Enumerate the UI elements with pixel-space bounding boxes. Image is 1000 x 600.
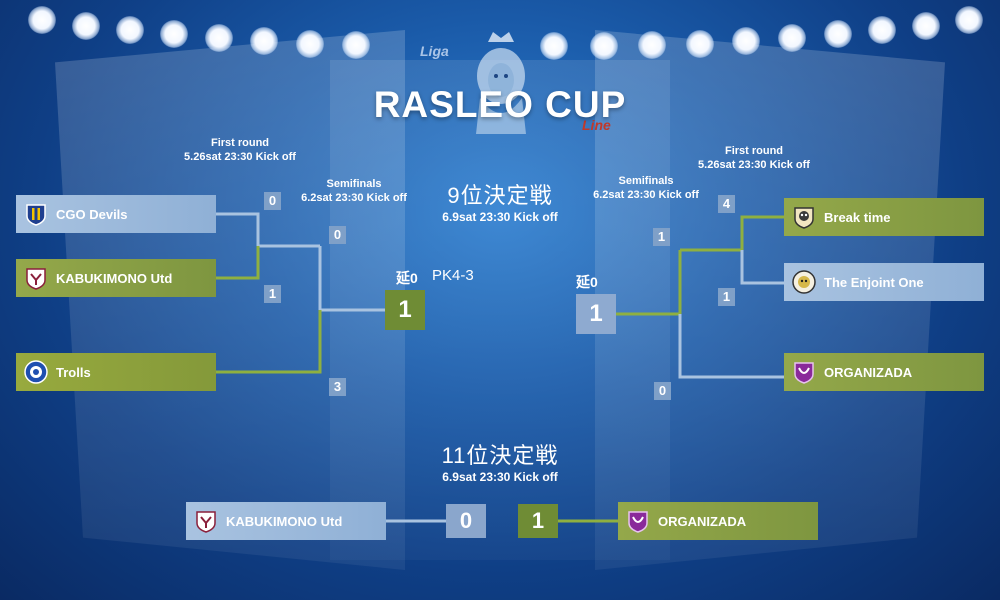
ninth-place-title: 9位決定戦 xyxy=(447,183,553,208)
ninth-left-score: 1 xyxy=(385,290,425,330)
enjoint-crest-icon xyxy=(792,270,816,294)
logo-text-bottom: Line xyxy=(582,117,611,133)
kabukimono-crest-icon xyxy=(196,511,216,533)
team-enjoint-one[interactable]: The Enjoint One xyxy=(784,263,984,301)
left-semifinals-label: Semifinals xyxy=(326,178,382,190)
right-first-round-label: First round xyxy=(724,145,784,157)
left-first-round-info: First round 5.26sat 23:30 Kick off xyxy=(170,136,310,164)
logo-text-top: Liga xyxy=(420,43,449,59)
team-eleventh-left[interactable]: KABUKIMONO Utd xyxy=(186,502,386,540)
team-organizada[interactable]: ORGANIZADA xyxy=(784,353,984,391)
team-eleventh-right[interactable]: ORGANIZADA xyxy=(618,502,818,540)
ninth-left-extra: 延0 xyxy=(396,270,418,286)
ninth-place-time: 6.9sat 23:30 Kick off xyxy=(442,210,558,224)
score-trolls: 3 xyxy=(329,378,346,396)
score-cgo-devils: 0 xyxy=(264,192,281,210)
score-left-semi-top: 0 xyxy=(329,226,346,244)
lion-logo-icon xyxy=(476,32,526,134)
page-title: RASLEO CUP xyxy=(373,84,627,125)
team-name: Break time xyxy=(824,209,891,225)
trolls-crest-icon xyxy=(24,360,48,384)
organizada-crest-icon xyxy=(794,362,814,384)
eleventh-place-title: 11位決定戦 xyxy=(441,443,559,468)
ninth-place-heading: 9位決定戦 6.9sat 23:30 Kick off xyxy=(420,178,580,224)
left-first-round-label: First round xyxy=(210,137,270,149)
score-right-semi-top: 1 xyxy=(653,228,670,246)
team-name: ORGANIZADA xyxy=(824,364,913,380)
organizada-crest-icon xyxy=(628,511,648,533)
eleventh-place-time: 6.9sat 23:30 Kick off xyxy=(442,470,558,484)
eleventh-left-score: 0 xyxy=(446,504,486,538)
score-enjoint: 1 xyxy=(718,288,735,306)
right-semifinals-time: 6.2sat 23:30 Kick off xyxy=(593,189,699,201)
right-semifinals-label: Semifinals xyxy=(618,175,674,187)
ninth-left-pk: PK4-3 xyxy=(432,267,474,284)
team-trolls[interactable]: Trolls xyxy=(16,353,216,391)
left-semifinals-info: Semifinals 6.2sat 23:30 Kick off xyxy=(284,177,424,205)
eleventh-place-heading: 11位決定戦 6.9sat 23:30 Kick off xyxy=(400,438,600,484)
team-name: Trolls xyxy=(56,364,91,380)
team-name: KABUKIMONO Utd xyxy=(56,270,173,286)
cgo-devils-crest-icon xyxy=(26,204,46,226)
right-first-round-info: First round 5.26sat 23:30 Kick off xyxy=(686,144,822,172)
kabukimono-crest-icon xyxy=(26,268,46,290)
team-name: The Enjoint One xyxy=(824,274,924,290)
team-cgo-devils[interactable]: CGO Devils xyxy=(16,195,216,233)
left-panel-bg xyxy=(55,30,405,570)
right-first-round-time: 5.26sat 23:30 Kick off xyxy=(698,159,810,171)
team-break-time[interactable]: Break time xyxy=(784,198,984,236)
score-kabukimono: 1 xyxy=(264,285,281,303)
ninth-right-score: 1 xyxy=(576,294,616,334)
team-name: KABUKIMONO Utd xyxy=(226,513,343,529)
team-kabukimono-utd[interactable]: KABUKIMONO Utd xyxy=(16,259,216,297)
score-organizada: 0 xyxy=(654,382,671,400)
ninth-right-extra: 延0 xyxy=(576,274,598,290)
score-break-time: 4 xyxy=(718,195,735,213)
eleventh-right-score: 1 xyxy=(518,504,558,538)
left-semifinals-time: 6.2sat 23:30 Kick off xyxy=(301,192,407,204)
left-first-round-time: 5.26sat 23:30 Kick off xyxy=(184,151,296,163)
team-name: ORGANIZADA xyxy=(658,513,747,529)
break-time-crest-icon xyxy=(794,207,814,229)
right-semifinals-info: Semifinals 6.2sat 23:30 Kick off xyxy=(578,174,714,202)
team-name: CGO Devils xyxy=(56,206,128,222)
